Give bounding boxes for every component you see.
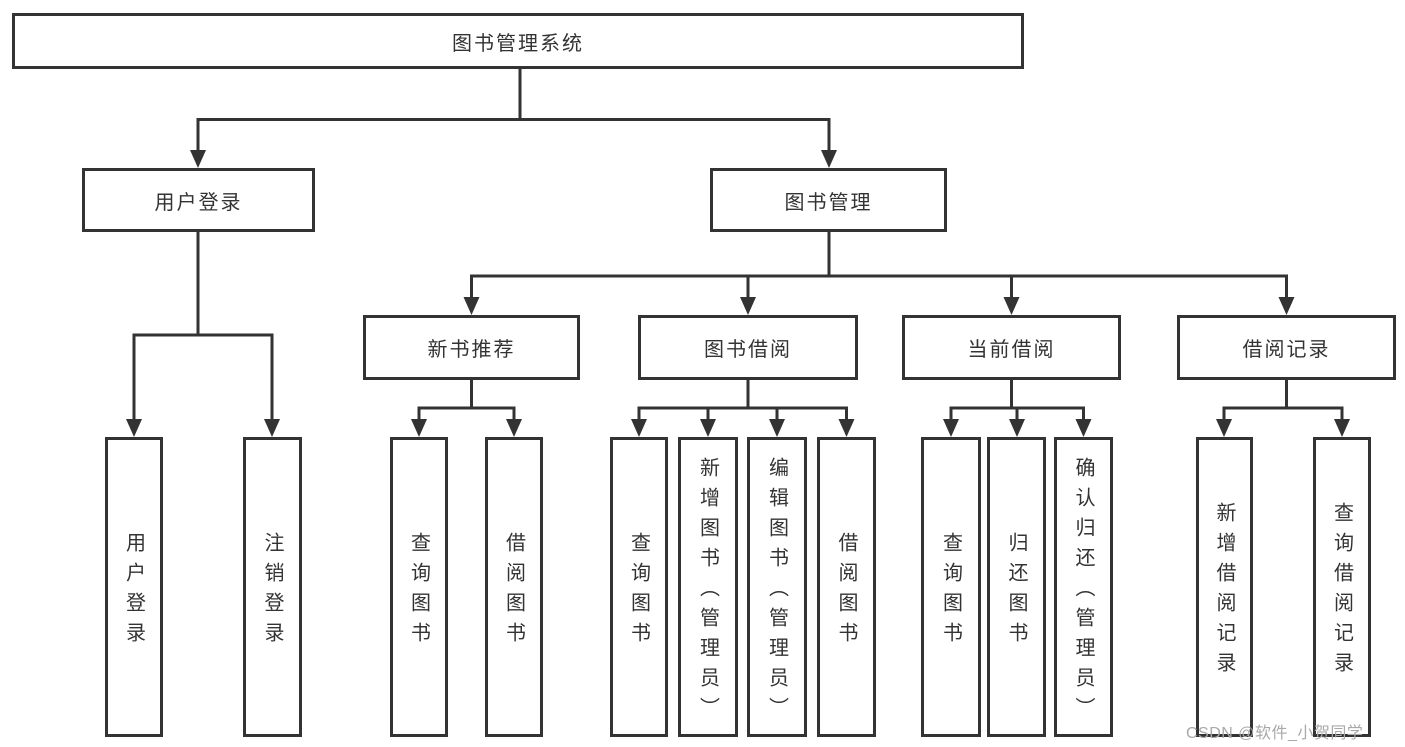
node-label: 图书管理 — [784, 191, 873, 214]
node-confirm-return-admin: 确认归还（管理员） — [1054, 437, 1113, 737]
node-logout: 注销登录 — [243, 437, 302, 737]
node-label: 借阅记录 — [1242, 339, 1331, 361]
node-label: 查询借阅记录 — [1330, 502, 1353, 682]
node-label: 用户登录 — [154, 191, 243, 214]
arrowhead-icon — [700, 419, 716, 437]
node-add-borrow-record: 新增借阅记录 — [1196, 437, 1253, 737]
node-book-management: 图书管理 — [710, 168, 947, 232]
node-label: 编辑图书（管理员） — [765, 457, 788, 727]
node-label: 借阅图书 — [835, 532, 857, 652]
node-return-book: 归还图书 — [987, 437, 1046, 737]
node-query-books-recommend: 查询图书 — [390, 437, 448, 737]
arrowhead-icon — [943, 419, 959, 437]
arrowhead-icon — [1278, 297, 1295, 315]
node-add-book-admin: 新增图书（管理员） — [678, 437, 738, 737]
arrowhead-icon — [190, 150, 206, 168]
node-book-borrowing: 图书借阅 — [638, 315, 858, 380]
csdn-watermark: CSDN @软件_小贺同学 — [1186, 725, 1364, 742]
node-label: 新增借阅记录 — [1213, 502, 1235, 682]
node-label: 新增图书（管理员） — [696, 457, 719, 727]
node-new-book-recommend: 新书推荐 — [363, 315, 580, 380]
node-label: 新书推荐 — [427, 339, 516, 361]
arrowhead-icon — [126, 419, 142, 437]
node-borrow-books-recommend: 借阅图书 — [485, 437, 543, 737]
arrowhead-icon — [838, 419, 855, 437]
node-label: 确认归还（管理员） — [1072, 457, 1094, 727]
arrowhead-icon — [1075, 419, 1092, 437]
node-label: 图书借阅 — [704, 339, 792, 361]
arrowhead-icon — [411, 419, 427, 437]
arrowhead-icon — [769, 419, 785, 437]
node-label: 查询图书 — [939, 532, 962, 652]
arrowhead-icon — [1003, 297, 1020, 315]
arrowhead-icon — [1334, 419, 1350, 437]
node-label: 查询图书 — [407, 532, 430, 652]
node-borrow-books-borrowing: 借阅图书 — [817, 437, 876, 737]
arrowhead-icon — [506, 419, 522, 437]
node-borrowing-records: 借阅记录 — [1177, 315, 1396, 380]
node-query-books-current: 查询图书 — [921, 437, 981, 737]
arrowhead-icon — [1216, 419, 1232, 437]
node-label: 注销登录 — [261, 532, 283, 652]
node-query-books-borrowing: 查询图书 — [610, 437, 668, 737]
node-label: 当前借阅 — [967, 339, 1056, 361]
node-label: 借阅图书 — [502, 532, 525, 652]
node-label: 用户登录 — [122, 532, 145, 652]
node-label: 归还图书 — [1005, 532, 1027, 652]
arrowhead-icon — [463, 297, 480, 315]
node-user-login: 用户登录 — [82, 168, 315, 232]
node-library-management-system: 图书管理系统 — [12, 13, 1024, 69]
arrowhead-icon — [821, 150, 837, 168]
arrowhead-icon — [264, 419, 280, 437]
node-label: 图书管理系统 — [452, 32, 584, 55]
arrowhead-icon — [1009, 419, 1025, 437]
node-label: 查询图书 — [627, 532, 650, 652]
arrowhead-icon — [740, 297, 756, 315]
node-edit-book-admin: 编辑图书（管理员） — [747, 437, 807, 737]
arrowhead-icon — [631, 419, 647, 437]
node-user-login-leaf: 用户登录 — [105, 437, 163, 737]
node-current-borrowing: 当前借阅 — [902, 315, 1121, 380]
node-query-borrow-record: 查询借阅记录 — [1313, 437, 1371, 737]
